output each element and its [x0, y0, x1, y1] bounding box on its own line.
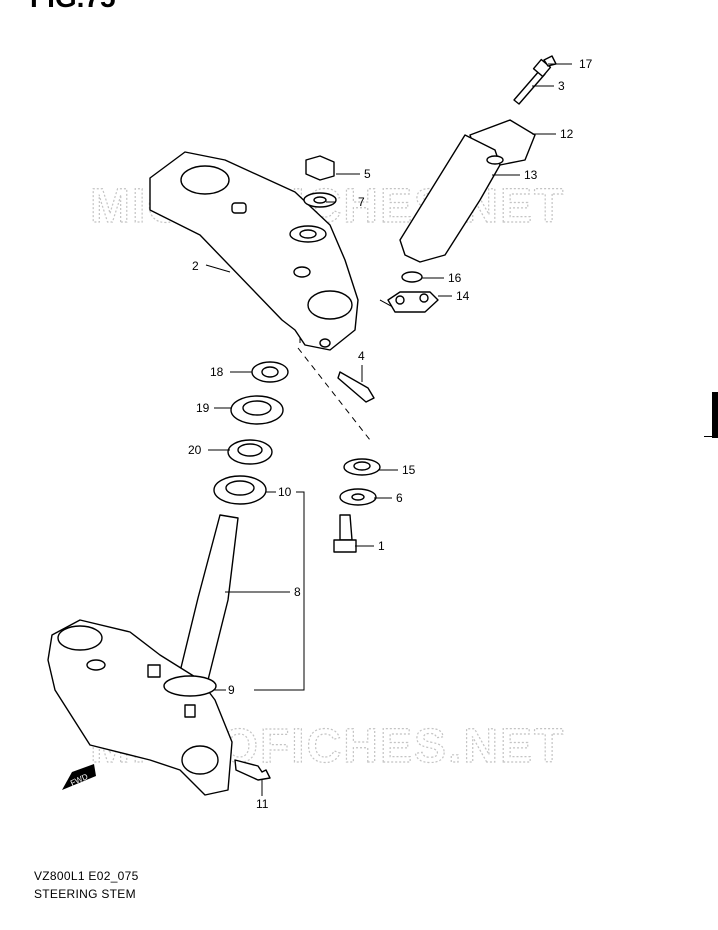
part-label-8: 8	[294, 585, 301, 599]
part-label-15: 15	[402, 463, 416, 477]
part-label-3: 3	[558, 79, 565, 93]
part-label-6: 6	[396, 491, 403, 505]
part-labels: 17 3 12 13 5 7 2 16 14 4 18 19 20 15 10 …	[188, 57, 593, 811]
fwd-arrow-icon: FWD	[62, 764, 96, 790]
nut-5	[289, 155, 337, 243]
steering-stem	[47, 514, 239, 796]
page-edge-mark	[712, 392, 718, 438]
part-label-5: 5	[364, 167, 371, 181]
part-label-16: 16	[448, 271, 462, 285]
part-label-13: 13	[524, 168, 538, 182]
part-label-11: 11	[256, 797, 269, 811]
upper-bracket	[149, 151, 359, 351]
part-label-17: 17	[579, 57, 593, 71]
leader-lines	[205, 63, 572, 796]
bolt-4	[337, 371, 375, 403]
part-label-19: 19	[196, 401, 210, 415]
part-label-20: 20	[188, 443, 202, 457]
diagram-caption: STEERING STEM	[34, 887, 136, 901]
model-code: VZ800L1 E02_075	[34, 869, 139, 883]
lower-fasteners	[333, 458, 381, 553]
part-label-18: 18	[210, 365, 224, 379]
part-label-2: 2	[192, 259, 199, 273]
part-label-4: 4	[358, 349, 365, 363]
clamp-14	[387, 271, 439, 313]
part-label-1: 1	[378, 539, 385, 553]
handlebar-holder	[399, 119, 536, 263]
page-edge-tick	[704, 436, 718, 437]
part-label-12: 12	[560, 127, 574, 141]
figure-title: FIG.75	[30, 0, 116, 12]
bolt-11	[234, 759, 271, 781]
part-label-14: 14	[456, 289, 470, 303]
bolt-3	[513, 58, 552, 105]
bearing-stack	[213, 361, 289, 505]
part-label-9: 9	[228, 683, 235, 697]
part-label-10: 10	[278, 485, 292, 499]
part-label-7: 7	[358, 195, 365, 209]
